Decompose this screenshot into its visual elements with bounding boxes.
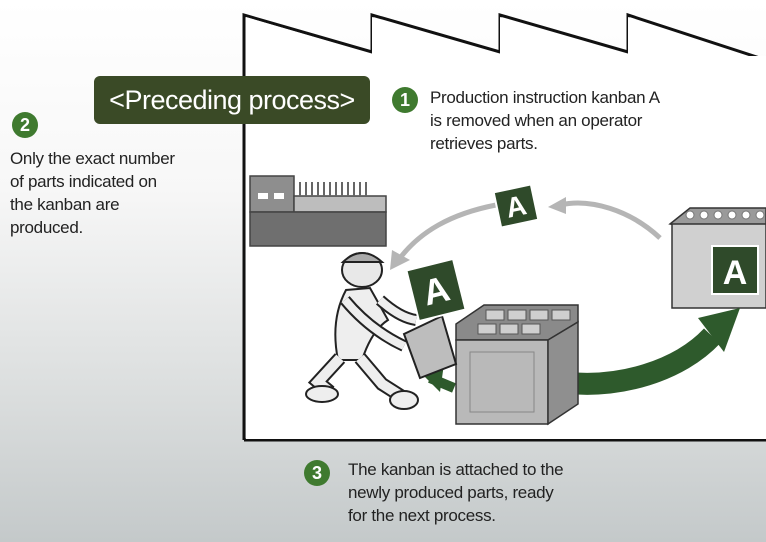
step-2-note: Only the exact number of parts indicated…: [10, 147, 240, 239]
note-line: produced.: [10, 218, 83, 237]
note-line: for the next process.: [348, 506, 496, 525]
step-3-note: The kanban is attached to the newly prod…: [348, 458, 708, 527]
flow-arrow-retrieve: [559, 200, 662, 240]
operator-figure-icon: [305, 252, 458, 410]
step-1-note: Production instruction kanban A is remov…: [430, 86, 760, 155]
note-line: The kanban is attached to the: [348, 460, 564, 479]
step-1-badge: 1: [392, 87, 418, 113]
note-line: is removed when an operator: [430, 111, 643, 130]
step-2-badge: 2: [12, 112, 38, 138]
kanban-letter: A: [723, 254, 748, 292]
kanban-card-held: A: [405, 257, 467, 323]
note-line: Only the exact number: [10, 149, 175, 168]
kanban-card-floating: A: [492, 183, 540, 229]
parts-box-icon: [455, 304, 579, 426]
note-line: of parts indicated on: [10, 172, 157, 191]
finished-parts-box-icon: A: [668, 207, 766, 309]
note-line: the kanban are: [10, 195, 120, 214]
production-machine-icon: [249, 175, 387, 247]
flow-arrow-produce: [558, 328, 721, 395]
section-title: <Preceding process>: [94, 76, 370, 124]
note-line: newly produced parts, ready: [348, 483, 554, 502]
note-line: retrieves parts.: [430, 134, 538, 153]
step-3-badge: 3: [304, 460, 330, 486]
note-line: Production instruction kanban A: [430, 88, 660, 107]
